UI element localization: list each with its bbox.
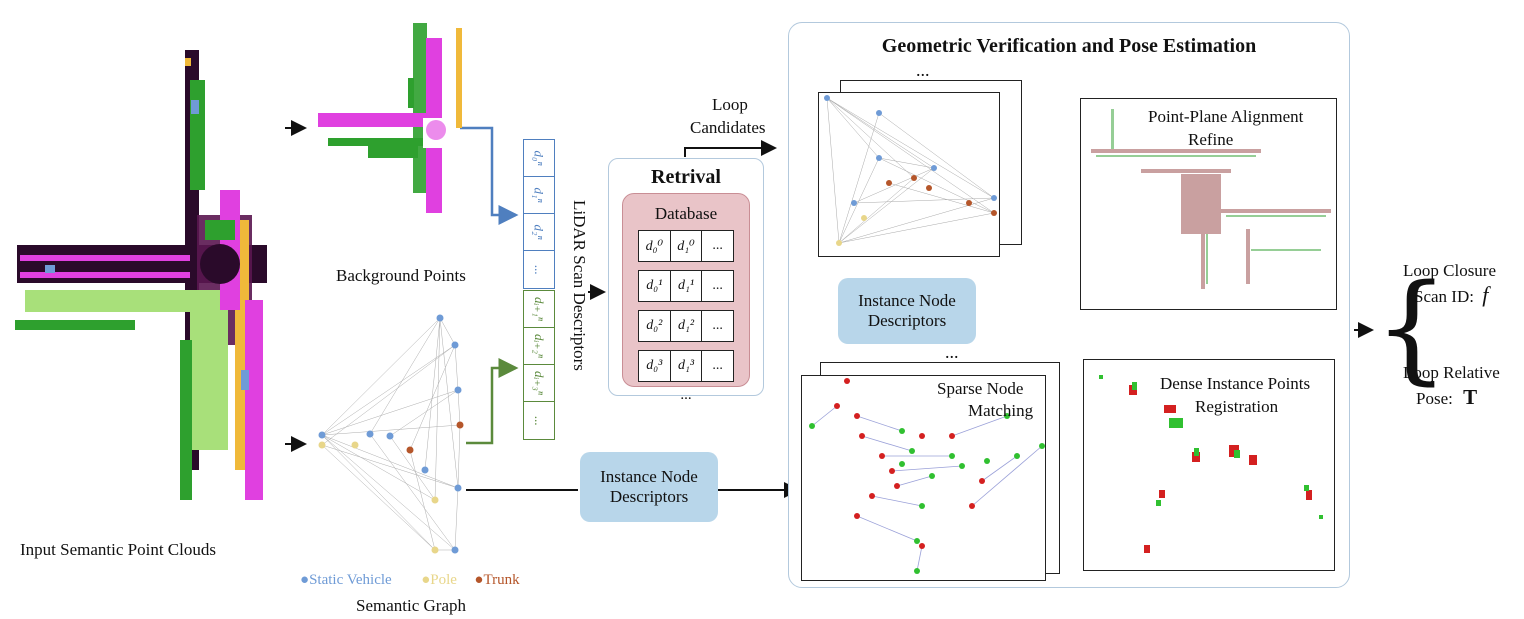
scan-descriptors-label: LiDAR Scan Descriptors <box>570 200 589 371</box>
legend-label-trunk: Trunk <box>483 572 520 588</box>
loop-candidate-panel <box>818 92 1000 257</box>
scan-id-text: Scan ID: <box>1414 287 1474 306</box>
semantic-graph-label: Semantic Graph <box>356 596 466 615</box>
scan-descriptor-column-blue: d₀ⁿ d₁ⁿ d₂ⁿ ... <box>523 139 555 289</box>
dense-registration-label-2: Registration <box>1195 397 1279 416</box>
loop-closure-label-1: Loop Closure <box>1403 261 1497 280</box>
legend-dot-pole: ● <box>421 572 431 588</box>
point-plane-cloud <box>1091 109 1331 289</box>
matching-ellipsis: ... <box>945 342 959 362</box>
legend-label-static-vehicle: Static Vehicle <box>309 572 392 588</box>
database-row: d₀³ d₁³ ... <box>638 350 734 382</box>
sparse-matching-label-1: Sparse Node <box>937 379 1024 398</box>
dense-registration-cloud <box>1099 375 1323 553</box>
input-point-cloud-image <box>15 50 267 500</box>
loop-pose-label-2: Pose: T <box>1416 385 1477 410</box>
database-row: d₀¹ d₁¹ ... <box>638 270 734 302</box>
dense-registration-panel <box>1083 359 1335 571</box>
loop-pose-label-1: Loop Relative <box>1403 363 1500 382</box>
database-ellipsis: ... <box>680 387 692 403</box>
point-plane-label-1: Point-Plane Alignment <box>1148 107 1304 126</box>
point-plane-label-2: Refine <box>1188 130 1234 149</box>
sparse-matching-graph <box>809 378 1045 574</box>
descriptor-cell: dᵢ₊₃ⁿ <box>524 365 554 402</box>
legend-dot-static-vehicle: ● <box>300 572 310 588</box>
sparse-matching-panel <box>801 375 1046 581</box>
dense-registration-label-1: Dense Instance Points <box>1160 374 1311 393</box>
descriptor-cell: dᵢ₊₁ⁿ <box>524 291 554 328</box>
input-point-clouds-label: Input Semantic Point Clouds <box>20 540 216 559</box>
pose-text: Pose: <box>1416 389 1453 408</box>
descriptor-cell: d₀ⁿ <box>524 140 554 177</box>
semantic-graph-image <box>318 314 464 554</box>
retrival-title: Retrival <box>651 166 721 188</box>
scan-id-symbol: f <box>1482 282 1489 307</box>
descriptor-cell: dᵢ₊₂ⁿ <box>524 328 554 365</box>
descriptor-cell: d₁ⁿ <box>524 177 554 214</box>
candidate-graph <box>824 95 997 246</box>
sparse-matching-label-2: Matching <box>968 401 1034 420</box>
background-points-label: Background Points <box>336 266 466 285</box>
legend: ●Static Vehicle ●Pole ●Trunk <box>300 572 520 589</box>
descriptor-cell: ... <box>532 415 547 426</box>
output-brace: { <box>1374 258 1450 396</box>
legend-dot-trunk: ● <box>474 572 484 588</box>
pose-symbol: T <box>1463 385 1478 409</box>
descriptor-cell: d₂ⁿ <box>524 214 554 251</box>
loop-candidates-label-2: Candidates <box>690 118 766 137</box>
geometric-verification-title: Geometric Verification and Pose Estimati… <box>881 35 1257 57</box>
database-label: Database <box>654 204 718 223</box>
candidate-ellipsis: ... <box>916 60 930 80</box>
background-points-image <box>318 23 462 213</box>
loop-closure-label-2: Scan ID: f <box>1414 282 1488 308</box>
scan-descriptor-column-green: dᵢ₊₁ⁿ dᵢ₊₂ⁿ dᵢ₊₃ⁿ ... <box>523 290 555 440</box>
database-row: d₀² d₁² ... <box>638 310 734 342</box>
point-plane-panel <box>1080 98 1337 310</box>
database-box: Database d₀⁰ d₁⁰ ... d₀¹ d₁¹ ... d₀² d₁²… <box>622 193 750 403</box>
loop-candidates-label-1: Loop <box>712 95 748 114</box>
database-row: d₀⁰ d₁⁰ ... <box>638 230 734 262</box>
descriptor-cell: ... <box>532 264 547 275</box>
legend-label-pole: Pole <box>430 572 457 588</box>
